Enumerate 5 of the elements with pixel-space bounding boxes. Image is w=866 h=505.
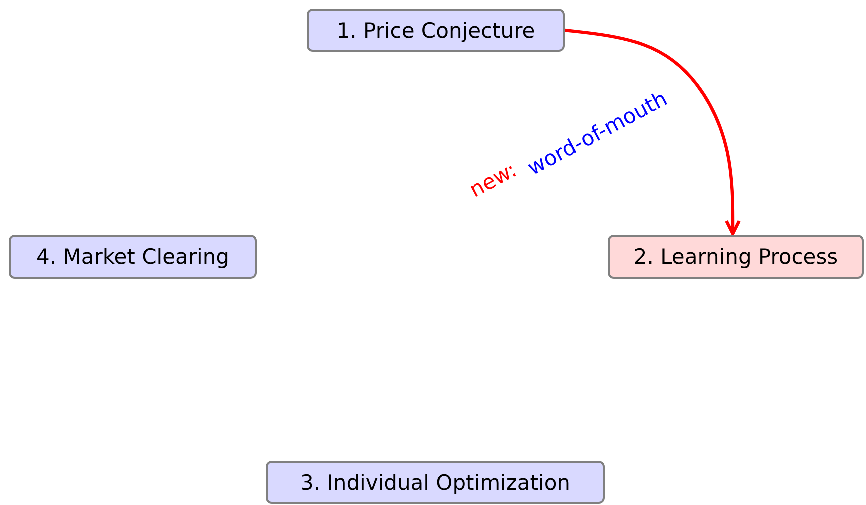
process-box: 2. Learning Process — [608, 235, 864, 279]
process-box: 1. Price Conjecture — [307, 9, 565, 52]
process-box: 3. Individual Optimization — [266, 461, 605, 504]
process-box: 4. Market Clearing — [9, 235, 257, 279]
arrow — [564, 28, 741, 236]
